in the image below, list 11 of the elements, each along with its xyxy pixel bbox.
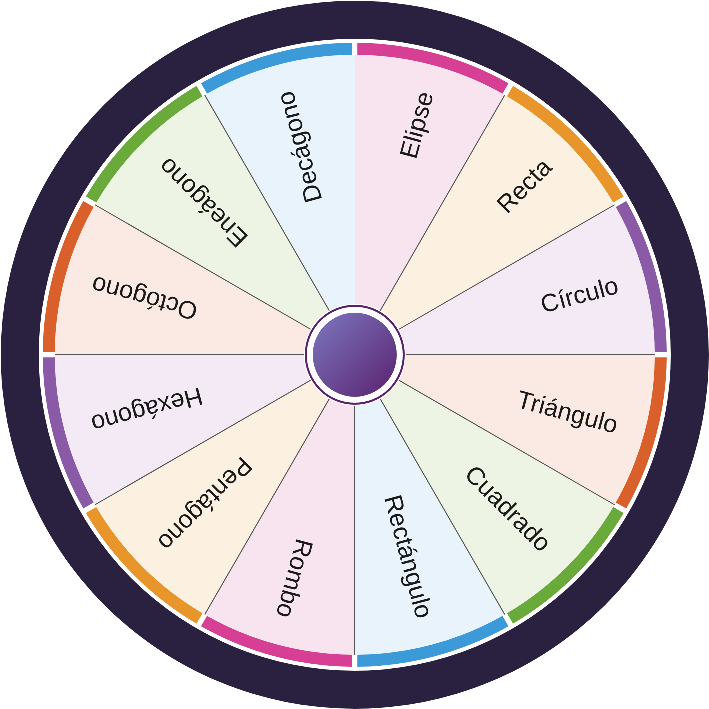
wheel-segment [380, 380, 624, 624]
segment-label: Triángulo [514, 386, 622, 440]
segment-label: Octógono [88, 270, 201, 326]
wheel-segment [380, 86, 624, 330]
wheel-segment [86, 380, 330, 624]
segment-label: Hexágono [88, 382, 206, 438]
segment-label: Rombo [270, 536, 318, 622]
segment-label: Círculo [538, 272, 622, 320]
wheel-segment [86, 86, 330, 330]
segment-label: Elipse [394, 88, 440, 162]
segment-label: Decágono [272, 88, 328, 206]
